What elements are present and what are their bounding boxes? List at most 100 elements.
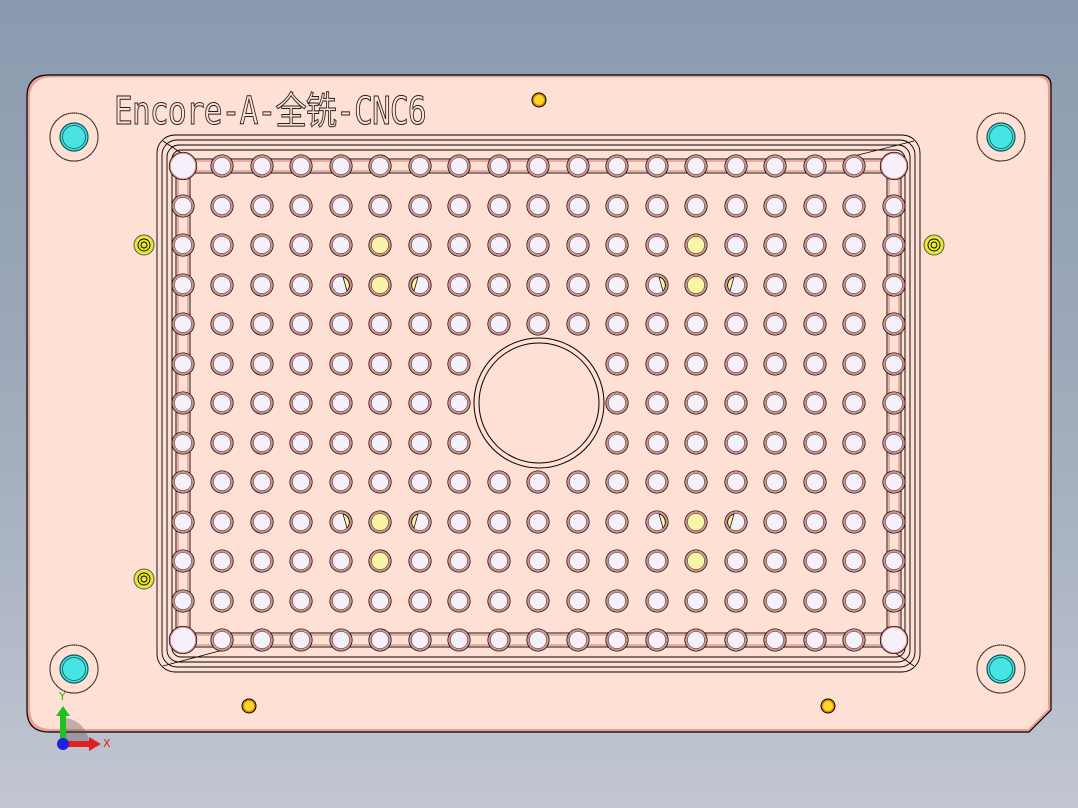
hole-outline bbox=[763, 273, 787, 297]
hole-inner-outline bbox=[529, 236, 547, 254]
hole-inner-outline bbox=[332, 157, 350, 175]
vacuum-hole bbox=[764, 234, 786, 256]
vacuum-hole bbox=[527, 471, 549, 493]
hole-outline bbox=[368, 154, 392, 178]
hole-outline bbox=[803, 628, 827, 652]
hole-outline bbox=[645, 391, 669, 415]
center-bore-inner bbox=[478, 342, 600, 464]
channel-hole bbox=[764, 629, 786, 651]
hole-outline bbox=[684, 549, 708, 573]
hole-outline bbox=[408, 154, 432, 178]
hole-inner-outline bbox=[332, 197, 350, 215]
hole-inner-outline bbox=[213, 236, 231, 254]
hole-inner-outline bbox=[292, 631, 310, 649]
hole-outline bbox=[803, 312, 827, 336]
hole-inner-outline bbox=[332, 592, 350, 610]
hole-inner-outline bbox=[253, 592, 271, 610]
hole-outline bbox=[408, 312, 432, 336]
channel-hole bbox=[448, 629, 470, 651]
corner-hole-outline bbox=[168, 151, 198, 181]
hole-inner-outline bbox=[450, 276, 468, 294]
channel-hole bbox=[290, 155, 312, 177]
hole-inner-outline bbox=[332, 631, 350, 649]
hole-inner-outline bbox=[766, 592, 784, 610]
hole-outline bbox=[645, 431, 669, 455]
hole-outline bbox=[289, 273, 313, 297]
hole-outline bbox=[447, 510, 471, 534]
axis-origin bbox=[57, 738, 69, 750]
hole-outline bbox=[803, 431, 827, 455]
hole-inner-outline bbox=[569, 631, 587, 649]
channel-hole bbox=[883, 432, 905, 454]
hole-inner-outline bbox=[292, 434, 310, 452]
hole-outline bbox=[408, 391, 432, 415]
part-title: Encore-A-全铣-CNC6 bbox=[114, 89, 427, 134]
vacuum-hole bbox=[567, 234, 589, 256]
hole-outline bbox=[882, 431, 906, 455]
hole-outline bbox=[763, 233, 787, 257]
channel-hole bbox=[172, 590, 194, 612]
pocket-wall bbox=[156, 134, 921, 673]
vacuum-hole bbox=[409, 392, 431, 414]
hole-inner-outline bbox=[174, 276, 192, 294]
y-axis-label: Y bbox=[58, 690, 66, 703]
hole-inner-outline bbox=[806, 394, 824, 412]
partial-yellow-segment bbox=[727, 513, 735, 529]
channel-hole bbox=[488, 155, 510, 177]
hole-inner-outline bbox=[687, 473, 705, 491]
vacuum-hole bbox=[409, 550, 431, 572]
hole-inner-outline bbox=[450, 473, 468, 491]
vacuum-hole bbox=[804, 274, 826, 296]
vacuum-hole bbox=[409, 234, 431, 256]
hole-inner-outline bbox=[845, 276, 863, 294]
hole-inner-outline bbox=[687, 394, 705, 412]
corner-hole bbox=[880, 152, 908, 180]
hole-inner-outline bbox=[253, 513, 271, 531]
hole-inner-outline bbox=[766, 473, 784, 491]
vacuum-hole bbox=[251, 590, 273, 612]
hole-inner-outline bbox=[292, 355, 310, 373]
vacuum-hole bbox=[843, 313, 865, 335]
hole-outline bbox=[289, 154, 313, 178]
hole-inner-outline bbox=[450, 434, 468, 452]
hole-outline bbox=[171, 194, 195, 218]
corner-hole bbox=[169, 152, 197, 180]
vacuum-hole bbox=[448, 511, 470, 533]
vacuum-hole bbox=[843, 550, 865, 572]
hole-inner-outline bbox=[766, 552, 784, 570]
vacuum-hole bbox=[211, 550, 233, 572]
vacuum-hole bbox=[448, 392, 470, 414]
hole-outline bbox=[645, 273, 669, 297]
hole-outline bbox=[171, 589, 195, 613]
hole-inner-outline bbox=[766, 394, 784, 412]
vacuum-hole bbox=[330, 392, 352, 414]
hole-inner-outline bbox=[648, 592, 666, 610]
partial-yellow-segment bbox=[342, 513, 350, 529]
hole-outline bbox=[803, 352, 827, 376]
vacuum-hole bbox=[804, 590, 826, 612]
hole-inner-outline bbox=[648, 473, 666, 491]
hole-inner-outline bbox=[371, 355, 389, 373]
hole-outline bbox=[645, 589, 669, 613]
vacuum-hole bbox=[448, 195, 470, 217]
hole-inner-outline bbox=[490, 236, 508, 254]
hole-outline bbox=[408, 589, 432, 613]
hole-outline bbox=[763, 510, 787, 534]
hole-outline bbox=[882, 273, 906, 297]
hole-inner-outline bbox=[806, 631, 824, 649]
vacuum-hole bbox=[567, 511, 589, 533]
hole-inner-outline bbox=[806, 434, 824, 452]
vacuum-hole bbox=[330, 590, 352, 612]
hole-outline bbox=[329, 391, 353, 415]
hole-outline bbox=[803, 470, 827, 494]
hole-outline bbox=[289, 470, 313, 494]
channel-hole bbox=[883, 590, 905, 612]
hole-inner-outline bbox=[490, 631, 508, 649]
vacuum-hole bbox=[488, 195, 510, 217]
hole-inner-outline bbox=[845, 434, 863, 452]
channel-hole bbox=[251, 155, 273, 177]
hole-inner-outline bbox=[885, 592, 903, 610]
hole-inner-outline bbox=[687, 513, 705, 531]
hole-outline bbox=[368, 312, 392, 336]
